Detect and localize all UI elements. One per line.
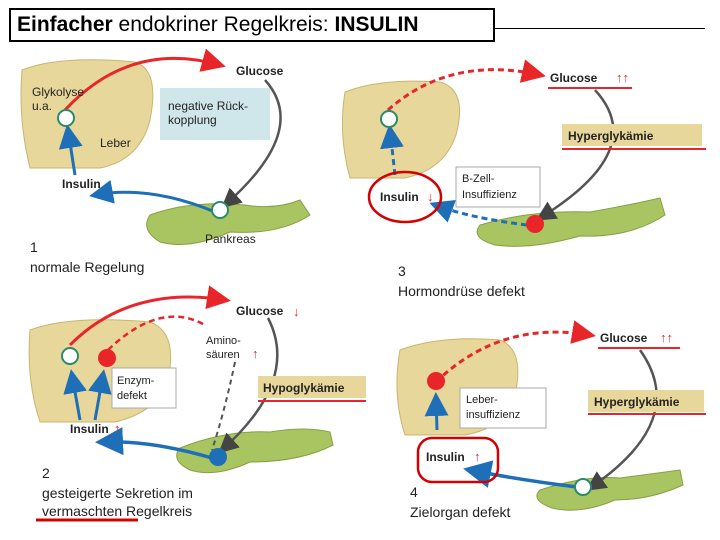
insulin-highlight-ellipse — [367, 170, 443, 224]
insulin-down-arrow-icon: ↓ — [427, 189, 434, 204]
title-middle: endokriner Regelkreis: — [112, 13, 335, 36]
insulin-up-arrow-2 — [88, 369, 112, 421]
panel-number: 1 — [30, 239, 38, 255]
enzyme-label: Enzym- — [117, 375, 155, 387]
insulin-label: Insulin — [62, 177, 101, 191]
insulin-up-arrow — [380, 124, 404, 176]
glucose-down-arrow-icon: ↓ — [293, 304, 300, 319]
panel-caption: gesteigerte Sekretion im — [42, 485, 193, 501]
panel-1: Glucose Glykolyse u.a. negative Rück- ko… — [20, 48, 311, 275]
feedback-label-2: kopplung — [168, 113, 217, 127]
amino-up-arrow-icon: ↑ — [252, 346, 259, 361]
insulin-arrow — [429, 200, 528, 227]
panel-4: Glucose ↑↑ Hyperglykämie Leber- insuffiz… — [396, 320, 706, 520]
state-box — [258, 376, 366, 398]
insulin-arrow — [89, 179, 216, 214]
panel-3: Glucose ↑↑ Hyperglykämie B-Zell- Insuffi… — [341, 59, 706, 299]
glucose-label: Glucose — [236, 64, 284, 78]
feedback-label: negative Rück- — [168, 99, 248, 113]
beta-cell-defect-circle — [526, 215, 544, 233]
enzyme-glucose-arrow — [107, 315, 206, 351]
insulin-up-arrow-icon: ↑ — [474, 449, 481, 464]
glucose-up-arrows-icon: ↑↑ — [660, 330, 673, 345]
glucose-arrow — [68, 285, 231, 347]
panel-2: Glucose ↓ Amino- säuren ↑ Enzym- defekt … — [28, 285, 366, 522]
pancreas-shape — [476, 197, 666, 247]
insulin-label: Insulin — [70, 422, 109, 436]
title-bold-1: Einfacher — [17, 13, 113, 36]
receptor-circle — [61, 347, 79, 365]
glucose-arrow — [63, 48, 226, 112]
glycolysis-label: Glykolyse — [32, 85, 84, 99]
beta-cell-circle — [574, 478, 592, 496]
slide-title: Einfacher endokriner Regelkreis: INSULIN — [9, 8, 495, 42]
pancreas-shape — [176, 428, 334, 474]
liver-shape — [20, 59, 154, 169]
insulin-arrow — [463, 460, 578, 489]
state-box — [588, 390, 704, 412]
amino-arrow — [211, 361, 236, 451]
panel-number: 2 — [42, 465, 50, 481]
deficit-label-2: insuffizienz — [466, 409, 520, 421]
pancreas-label: Pankreas — [205, 232, 256, 246]
deficit-box — [459, 387, 547, 429]
insulin-highlight-box — [416, 436, 500, 484]
enzyme-box — [111, 367, 177, 409]
insulin-arrow — [95, 427, 213, 460]
state-label: Hyperglykämie — [568, 129, 654, 143]
liver-label: Leber — [100, 136, 131, 150]
insulin-label: Insulin — [426, 450, 465, 464]
deficit-label: B-Zell- — [462, 173, 495, 185]
panel-number: 4 — [410, 484, 418, 500]
glycolysis-label-2: u.a. — [32, 99, 52, 113]
glucose-up-arrows-icon: ↑↑ — [616, 70, 629, 85]
insulin-up-arrow — [63, 369, 87, 421]
beta-cell-circle — [211, 201, 229, 219]
deficit-box — [455, 166, 541, 208]
panel-caption: Hormondrüse defekt — [398, 283, 525, 299]
amino-label: Amino- — [206, 335, 241, 347]
deficit-label: Leber- — [466, 394, 498, 406]
title-rule — [495, 28, 705, 29]
beta-cell-circle — [209, 448, 227, 466]
insulin-up-arrow — [424, 392, 449, 431]
deficit-label-2: Insuffizienz — [462, 189, 517, 201]
enzyme-label-2: defekt — [117, 390, 147, 402]
title-bold-2: INSULIN — [334, 13, 419, 36]
glucose-arrow — [434, 320, 596, 384]
receptor-defect-circle — [427, 372, 445, 390]
panel-caption: normale Regelung — [30, 259, 144, 275]
glucose-label: Glucose — [600, 331, 648, 345]
glucose-arrow — [387, 59, 546, 112]
insulin-up-arrow — [58, 124, 83, 176]
panel-caption: Zielorgan defekt — [410, 504, 511, 520]
feedback-arrow — [221, 79, 282, 209]
amino-label-2: säuren — [206, 349, 240, 361]
state-label: Hypoglykämie — [263, 381, 345, 395]
insulin-up-arrow-icon: ↑ — [114, 421, 121, 436]
glucose-label: Glucose — [236, 304, 284, 318]
panel-caption-2: vermaschten Regelkreis — [42, 503, 192, 519]
feedback-arrow — [585, 349, 658, 491]
state-box — [562, 124, 702, 146]
feedback-arrow — [535, 89, 615, 221]
feedback-box — [160, 88, 270, 140]
liver-shape — [341, 80, 461, 179]
insulin-label: Insulin — [380, 190, 419, 204]
panel-number: 3 — [398, 263, 406, 279]
pancreas-shape — [536, 469, 684, 511]
receptor-circle — [380, 110, 398, 128]
receptor-circle — [57, 109, 75, 127]
state-label: Hyperglykämie — [594, 395, 680, 409]
enzyme-defect-circle — [98, 349, 116, 367]
glucose-label: Glucose — [550, 71, 598, 85]
